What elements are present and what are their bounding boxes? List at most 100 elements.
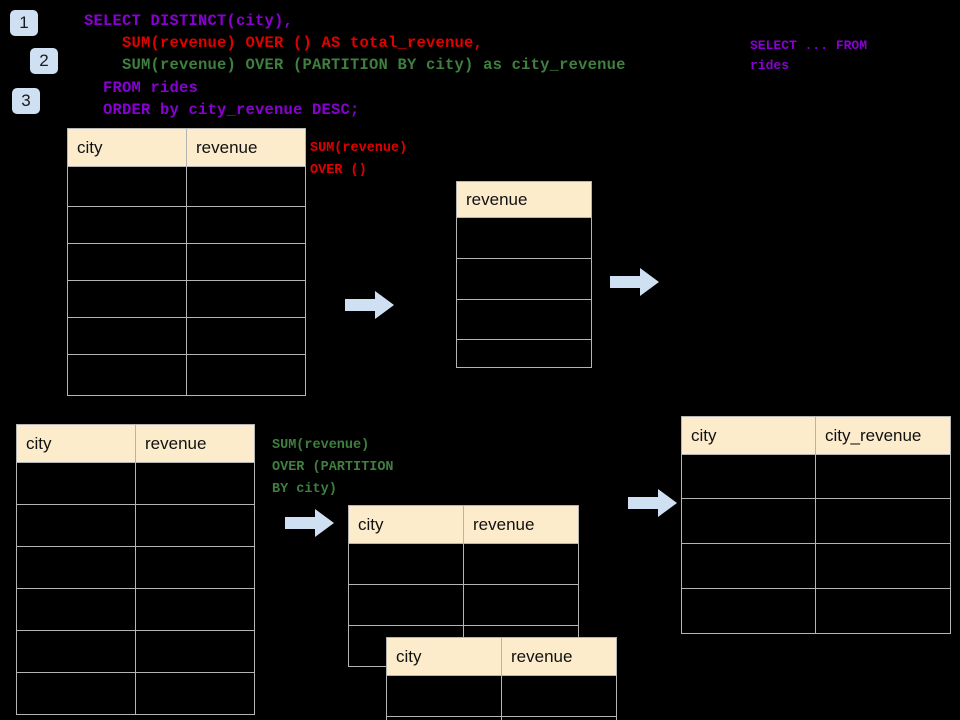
cell xyxy=(348,543,464,585)
table-header-row: city revenue xyxy=(348,505,579,544)
column-header-city: city xyxy=(16,424,136,463)
cell xyxy=(815,454,951,499)
table-row xyxy=(681,454,951,499)
cell xyxy=(135,630,255,673)
step-badge-1: 1 xyxy=(10,10,38,36)
cell xyxy=(456,299,592,340)
step-badge-3: 3 xyxy=(12,88,40,114)
cell xyxy=(16,672,136,715)
table-row xyxy=(456,339,592,368)
partition-group-table-back: city revenue xyxy=(348,505,579,667)
cell xyxy=(463,543,579,585)
rides-source-table-top: city revenue xyxy=(67,128,306,396)
cell xyxy=(16,504,136,547)
cell xyxy=(16,630,136,673)
table-header-row: city revenue xyxy=(67,128,306,167)
cell xyxy=(135,546,255,589)
column-header-revenue: revenue xyxy=(501,637,617,676)
table-row xyxy=(456,299,592,340)
cell xyxy=(135,504,255,547)
table-row xyxy=(348,543,579,585)
cell xyxy=(348,584,464,626)
cell xyxy=(501,716,617,720)
step-badge-2: 2 xyxy=(30,48,58,74)
cell xyxy=(815,543,951,589)
table-row xyxy=(348,584,579,626)
annotation-over-empty: SUM(revenue) OVER () xyxy=(310,141,408,178)
table-row xyxy=(67,354,306,396)
column-header-revenue: revenue xyxy=(456,181,592,218)
table-row xyxy=(386,716,617,720)
flow-arrow-3-icon xyxy=(285,509,334,537)
table-header-row: revenue xyxy=(456,181,592,218)
flow-arrow-2-icon xyxy=(610,268,659,296)
table-row xyxy=(16,504,255,547)
cell xyxy=(16,462,136,505)
table-row xyxy=(16,546,255,589)
table-row xyxy=(681,543,951,589)
table-row xyxy=(386,675,617,717)
cell xyxy=(186,280,306,318)
total-revenue-table: revenue xyxy=(456,181,592,368)
cell xyxy=(456,258,592,300)
table-row xyxy=(456,258,592,300)
sql-aside-select-from-rides: SELECT ... FROM rides xyxy=(750,38,868,73)
column-header-city: city xyxy=(348,505,464,544)
table-row xyxy=(456,217,592,259)
flow-arrow-4-icon xyxy=(628,489,677,517)
cell xyxy=(456,217,592,259)
column-header-city: city xyxy=(386,637,502,676)
city-revenue-result-table: city city_revenue xyxy=(681,416,951,634)
table-row xyxy=(16,630,255,673)
cell xyxy=(186,354,306,396)
cell xyxy=(815,498,951,544)
cell xyxy=(67,280,187,318)
cell xyxy=(16,588,136,631)
column-header-city-revenue: city_revenue xyxy=(815,416,951,455)
sql-line-city-revenue: SUM(revenue) OVER (PARTITION BY city) as… xyxy=(84,56,626,74)
column-header-revenue: revenue xyxy=(463,505,579,544)
table-row xyxy=(67,243,306,281)
cell xyxy=(67,166,187,207)
cell xyxy=(463,584,579,626)
cell xyxy=(67,206,187,244)
cell xyxy=(386,675,502,717)
sql-line-from: FROM rides xyxy=(84,79,199,97)
table-row xyxy=(67,317,306,355)
partition-group-table-front: city revenue xyxy=(386,637,617,720)
rides-source-table-bottom: city revenue xyxy=(16,424,255,715)
column-header-revenue: revenue xyxy=(186,128,306,167)
cell xyxy=(501,675,617,717)
cell xyxy=(186,317,306,355)
flow-arrow-1-icon xyxy=(345,291,394,319)
cell xyxy=(135,588,255,631)
cell xyxy=(186,206,306,244)
column-header-revenue: revenue xyxy=(135,424,255,463)
cell xyxy=(681,454,816,499)
table-row xyxy=(681,588,951,634)
annotation-over-partition: SUM(revenue) OVER (PARTITION BY city) xyxy=(272,438,394,497)
table-header-row: city revenue xyxy=(16,424,255,463)
table-header-row: city city_revenue xyxy=(681,416,951,455)
cell xyxy=(67,243,187,281)
table-row xyxy=(16,462,255,505)
column-header-city: city xyxy=(67,128,187,167)
table-row xyxy=(67,206,306,244)
cell xyxy=(135,462,255,505)
cell xyxy=(681,588,816,634)
column-header-city: city xyxy=(681,416,816,455)
table-row xyxy=(16,588,255,631)
sql-line-order-by: ORDER by city_revenue DESC; xyxy=(84,101,360,119)
table-header-row: city revenue xyxy=(386,637,617,676)
cell xyxy=(386,716,502,720)
table-row xyxy=(67,280,306,318)
table-row xyxy=(67,166,306,207)
sql-line-total-revenue: SUM(revenue) OVER () AS total_revenue, xyxy=(84,34,484,52)
cell xyxy=(135,672,255,715)
cell xyxy=(681,498,816,544)
cell xyxy=(16,546,136,589)
cell xyxy=(186,243,306,281)
sql-line-select: SELECT DISTINCT(city), xyxy=(84,12,294,30)
cell xyxy=(681,543,816,589)
